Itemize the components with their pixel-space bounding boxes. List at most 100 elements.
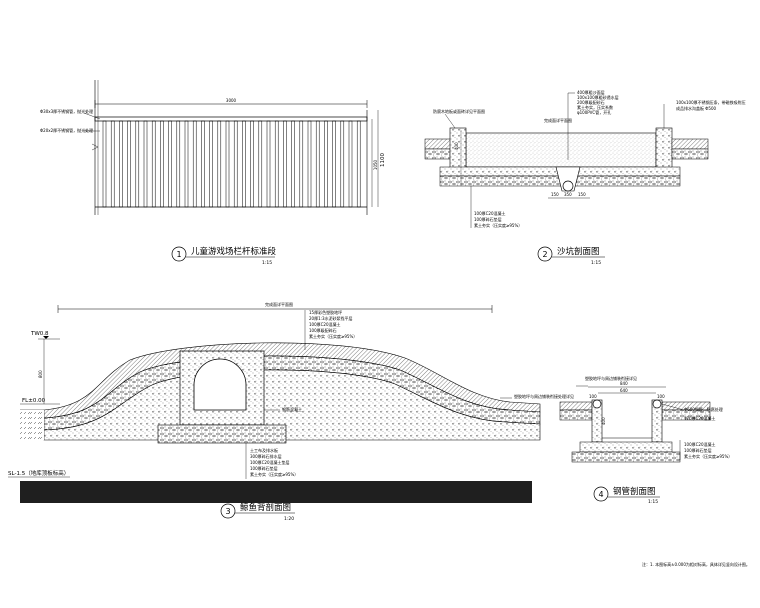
drawing-1-dim-length-text: 3000 bbox=[226, 98, 237, 103]
drawing-3-label-bottom-2: 100厚C20混凝土垫层 bbox=[250, 459, 290, 465]
drawing-2-dim-c: 150 bbox=[578, 192, 586, 197]
drawing-3-base-slab bbox=[20, 481, 532, 503]
railing-baluster bbox=[274, 120, 279, 208]
drawing-4-dim-h: 400 bbox=[601, 417, 606, 425]
railing-baluster bbox=[184, 120, 189, 208]
drawing-2-dim-b: 350 bbox=[564, 192, 572, 197]
railing-baluster bbox=[217, 120, 222, 208]
drawing-2-label-top-0: 400厚粗沙面层 bbox=[577, 89, 605, 95]
drawing-2-label-bottom-0: 100厚C20混凝土 bbox=[474, 210, 506, 216]
railing-baluster bbox=[160, 120, 164, 208]
drawing-4-pipe-section: 840 640 100 100 400 塑胶地坪与周边铺装衔接详见 Φ600钢管… bbox=[559, 375, 732, 505]
drawing-2-label-right-0: 100x100厚不锈钢压条，带磁铁吸附压 bbox=[676, 99, 746, 105]
railing-baluster bbox=[110, 120, 115, 208]
drawing-2-title-block: 2 沙坑剖面图 1:15 bbox=[537, 246, 605, 266]
railing-baluster bbox=[176, 120, 181, 208]
drawing-3-scale: 1:20 bbox=[284, 516, 294, 522]
drawing-4-label-1: Φ600钢管，防腐处理 bbox=[684, 406, 723, 412]
drawing-1-balusters bbox=[102, 120, 361, 208]
drawing-3-label-bottom-1: 300厚碎石排水层 bbox=[250, 453, 282, 459]
drawing-1-title-block: 1 儿童游戏场栏杆标准段 1:15 bbox=[171, 246, 277, 266]
drawing-1-top-rail bbox=[94, 116, 368, 122]
drawing-2-title: 沙坑剖面图 bbox=[557, 246, 600, 257]
drawing-3-label-top-2: 20厚1:3水泥砂浆找平层 bbox=[309, 315, 353, 321]
drawing-2-label-top-3: 素土夯实，压实系数 bbox=[577, 104, 613, 110]
drawing-3-tunnel-opening bbox=[193, 358, 247, 411]
drawing-1-title: 儿童游戏场栏杆标准段 bbox=[191, 246, 277, 257]
drawing-4-scale: 1:15 bbox=[648, 499, 658, 505]
drawing-1-scale: 1:15 bbox=[262, 260, 272, 266]
svg-text:400: 400 bbox=[454, 142, 459, 150]
railing-baluster bbox=[151, 120, 156, 208]
drawing-2-label-left: 防腐木地板或面砖详见平面图 bbox=[433, 108, 485, 114]
drawing-2-label-right-1: 成品排水沟盖板 Φ500 bbox=[676, 105, 717, 111]
drawing-3-mark-fl: FL±0.00 bbox=[22, 398, 46, 404]
drawing-4-title-block: 4 钢管剖面图 1:15 bbox=[593, 486, 660, 505]
drawing-3-label-bottom-0: 土工布及排水板 bbox=[250, 447, 278, 453]
railing-baluster bbox=[192, 120, 197, 208]
railing-baluster bbox=[250, 120, 254, 208]
railing-baluster bbox=[119, 120, 123, 208]
drawing-2-top-labels: 400厚粗沙面层 100x100厚粗砂透水层 200厚级配砂石 素土夯实，压实系… bbox=[567, 89, 619, 160]
drawing-3-label-side-0: 钢筋混凝土 bbox=[282, 406, 302, 412]
drawing-1-note-2: Φ20x2厚不锈钢管，抛光处理 bbox=[40, 127, 93, 133]
drawing-4-title: 钢管剖面图 bbox=[613, 486, 656, 497]
drawing-2-label-top-2: 200厚级配砂石 bbox=[577, 99, 605, 105]
railing-baluster bbox=[340, 120, 345, 208]
drawing-4-dim-left: 100 bbox=[589, 394, 597, 399]
railing-baluster bbox=[102, 120, 107, 208]
railing-baluster bbox=[127, 120, 131, 208]
drawing-2-sand-fill bbox=[465, 132, 657, 168]
railing-baluster bbox=[324, 120, 328, 208]
drawing-1-dim-h1: 1050 bbox=[373, 159, 378, 170]
drawing-3-label-top-4: 100厚级配碎石 bbox=[309, 327, 337, 333]
drawing-4-label-4: 100厚碎石垫层 bbox=[684, 447, 712, 453]
drawing-2-label-top-4: φ100PVC管，开孔 bbox=[577, 109, 611, 115]
railing-baluster bbox=[225, 120, 230, 208]
drawing-3-label-side-1: 塑胶地坪与周边铺装衔接处理详见 bbox=[514, 393, 574, 399]
drawing-4-dim-right: 100 bbox=[657, 394, 665, 399]
railing-baluster bbox=[332, 120, 336, 208]
drawing-2-drain-pipe bbox=[562, 180, 574, 192]
drawing-3-number: 3 bbox=[225, 507, 230, 516]
drawing-3-label-top-3: 100厚C20混凝土 bbox=[309, 321, 341, 327]
railing-baluster bbox=[283, 120, 287, 208]
railing-baluster bbox=[307, 120, 312, 208]
drawing-2-sandpit-section: 150 350 150 400 400厚粗沙面层 100x100厚粗砂透水层 2… bbox=[424, 89, 746, 266]
railing-baluster bbox=[356, 120, 361, 208]
drawing-4-dim-inner: 640 bbox=[620, 388, 628, 393]
drawing-3-label-bottom-3: 100厚碎石垫层 bbox=[250, 465, 278, 471]
drawing-2-label-bottom-2: 素土夯实（压实度≥95%） bbox=[474, 222, 522, 228]
drawing-4-label-3: 100厚C20混凝土 bbox=[684, 441, 716, 447]
drawing-4-pipe-right bbox=[652, 399, 662, 409]
railing-baluster bbox=[348, 120, 353, 208]
drawing-3-mark-height: 800 bbox=[38, 370, 43, 378]
drawing-2-label-mid: 完成面详平面图 bbox=[544, 117, 572, 123]
drawing-3-whale-back-section: TW0.8 800 FL±0.00 SL-1.5（地库顶板标高） 完成面详平面图… bbox=[8, 301, 574, 522]
drawing-1-dim-h2: 1100 bbox=[380, 153, 386, 167]
drawing-2-scale: 1:15 bbox=[591, 260, 601, 266]
drawing-2-label-bottom-1: 100厚碎石垫层 bbox=[474, 216, 502, 222]
drawing-3-label-top-1: 15厚彩色塑胶地坪 bbox=[309, 309, 342, 315]
drawing-3-label-top-0: 完成面详平面图 bbox=[265, 301, 293, 307]
drawing-4-label-0: 塑胶地坪与周边铺装衔接详见 bbox=[585, 375, 637, 381]
railing-baluster bbox=[299, 120, 304, 208]
railing-baluster bbox=[258, 120, 263, 208]
railing-baluster bbox=[233, 120, 238, 208]
drawing-3-footing bbox=[157, 424, 287, 444]
railing-baluster bbox=[209, 120, 213, 208]
drawing-1-railing-elevation: 3000 Φ30x3厚不锈钢管，抛光处理 Φ20x2厚不锈钢管，抛光处理 105… bbox=[40, 80, 386, 266]
drawing-3-fill-layer bbox=[43, 369, 541, 441]
drawing-1-dim-length: 3000 bbox=[94, 98, 368, 108]
drawing-3-label-bottom-4: 素土夯实（压实度≥95%） bbox=[250, 471, 298, 477]
drawing-4-label-5: 素土夯实（压实度≥95%） bbox=[684, 453, 732, 459]
drawing-4-pipe-left bbox=[592, 399, 602, 409]
railing-baluster bbox=[266, 120, 271, 208]
drawing-2-dim-a: 150 bbox=[551, 192, 559, 197]
drawing-4-number: 4 bbox=[598, 490, 603, 499]
drawing-3-mark-sl: SL-1.5（地库顶板标高） bbox=[8, 469, 69, 477]
drawing-4-dim-total: 840 bbox=[620, 381, 628, 386]
drawing-3-title-block: 3 鲸鱼背剖面图 1:20 bbox=[220, 502, 295, 522]
railing-baluster bbox=[242, 120, 246, 208]
